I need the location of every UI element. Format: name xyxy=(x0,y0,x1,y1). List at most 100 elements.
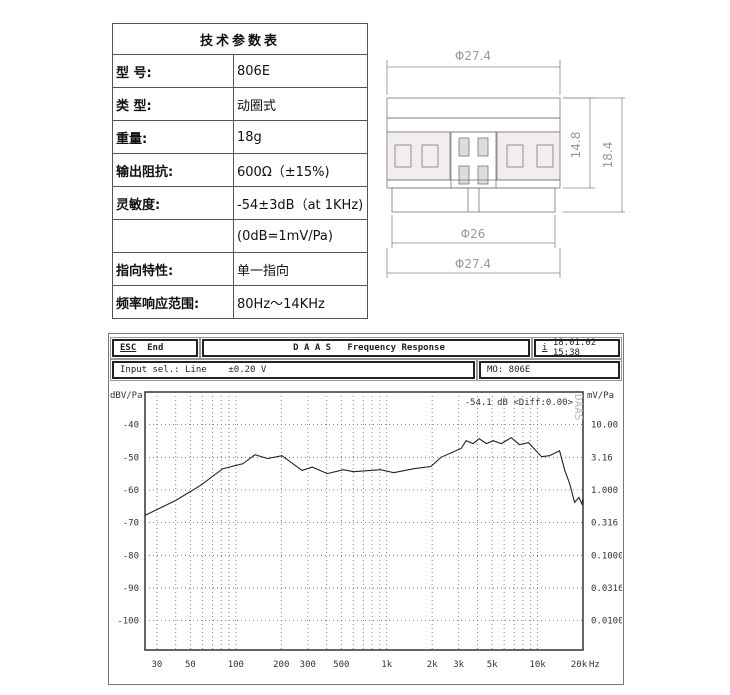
spec-row: 类 型:动圈式 xyxy=(112,87,368,121)
y2-tick-label: 3.16 xyxy=(591,453,613,463)
data-point xyxy=(541,456,542,458)
data-point xyxy=(301,469,303,471)
data-point xyxy=(281,455,283,457)
dim-top-label: Φ27.4 xyxy=(455,49,491,63)
spec-table-title: 技术参数表 xyxy=(112,23,368,55)
spec-row: 灵敏度:-54±3dB（at 1KHz) xyxy=(112,186,368,220)
data-point xyxy=(582,498,584,499)
data-point xyxy=(492,440,494,442)
y-tick-label: -60 xyxy=(123,486,139,496)
x-tick-label: 5k xyxy=(487,660,498,670)
data-point xyxy=(242,463,244,465)
esc-label: ESC xyxy=(120,343,137,353)
microphone-capsule-drawing: Φ27.4 14.8 18.4 Φ26 Φ27.4 xyxy=(386,49,625,278)
dimension-top: Φ27.4 xyxy=(386,49,561,95)
plot-frame xyxy=(144,391,584,651)
model-box: MO: 806E xyxy=(477,359,622,381)
data-point xyxy=(144,515,146,516)
data-point xyxy=(472,443,474,444)
esc-end-button[interactable]: ESC End xyxy=(110,337,200,359)
spec-label: 类 型: xyxy=(112,87,234,121)
x-tick-label: 1k xyxy=(381,660,392,670)
spec-value: 18g xyxy=(233,120,368,154)
spec-label: 输出阻抗: xyxy=(112,153,234,187)
spec-table: 技术参数表 型 号:806E 类 型:动圈式 重量:18g 输出阻抗:600Ω（… xyxy=(112,23,368,319)
spec-value: 动圈式 xyxy=(233,87,368,121)
y2-tick-label: 0.316 xyxy=(591,519,618,529)
data-point xyxy=(353,471,354,473)
x-tick-label: 20k xyxy=(571,660,588,670)
x-tick-label: 30 xyxy=(152,660,163,670)
x-tick-label: 500 xyxy=(333,660,349,670)
x-tick-label: 50 xyxy=(185,660,196,670)
spec-row: 型 号:806E xyxy=(112,54,368,88)
data-point xyxy=(326,473,328,475)
spec-label: 灵敏度: xyxy=(112,186,234,220)
spec-value: 80Hz～14KHz xyxy=(233,285,368,319)
data-point xyxy=(343,469,344,471)
info-icon[interactable]: i xyxy=(542,343,548,353)
y-axis-label: dBV/Pa xyxy=(110,391,143,401)
spec-label xyxy=(112,219,234,253)
spec-label: 重量: xyxy=(112,120,234,154)
level-readout: -54.1 dB <Diff:0.00> xyxy=(465,398,574,408)
y-tick-label: -100 xyxy=(117,617,139,627)
y2-tick-label: 10.00 xyxy=(591,421,618,431)
spec-value: 806E xyxy=(233,54,368,88)
dimension-heights: 14.8 18.4 xyxy=(563,97,625,213)
spec-label: 频率响应范围: xyxy=(112,285,234,319)
datetime: 18.01.02 15:38 xyxy=(552,338,597,358)
x-tick-label: 3k xyxy=(453,660,464,670)
capsule-body xyxy=(386,97,561,213)
data-point xyxy=(564,469,566,471)
data-point xyxy=(528,442,529,444)
data-point xyxy=(199,485,201,487)
data-point xyxy=(460,448,462,449)
analyzer-title: D A A S Frequency Response xyxy=(200,337,532,359)
x-tick-label: 10k xyxy=(529,660,546,670)
y-tick-label: -40 xyxy=(123,421,139,431)
x-axis-label: Hz xyxy=(589,660,600,670)
spec-value: -54±3dB（at 1KHz) xyxy=(233,186,368,220)
x-tick-label: 200 xyxy=(273,660,289,670)
data-point xyxy=(581,503,583,505)
data-point xyxy=(267,458,269,460)
spec-label: 型 号: xyxy=(112,54,234,88)
y2-tick-label: 0.0316 xyxy=(591,584,622,594)
y2-tick-label: 0.1000 xyxy=(591,551,622,561)
data-point xyxy=(574,501,576,503)
data-point xyxy=(380,469,382,471)
y2-axis-label: mV/Pa xyxy=(587,391,614,401)
x-tick-label: 100 xyxy=(228,660,244,670)
spec-row: 输出阻抗:600Ω（±15%) xyxy=(112,153,368,187)
data-point xyxy=(393,472,395,474)
data-point xyxy=(559,450,561,452)
spec-row: (0dB=1mV/Pa) xyxy=(112,219,368,253)
data-point xyxy=(578,497,580,498)
input-selection[interactable]: Input sel.: Line ±0.20 V xyxy=(110,359,477,381)
x-tick-label: 2k xyxy=(427,660,438,670)
dim-mid-label: Φ26 xyxy=(461,227,486,241)
data-point xyxy=(465,440,467,442)
spec-value: (0dB=1mV/Pa) xyxy=(233,219,368,253)
spec-row: 重量:18g xyxy=(112,120,368,154)
data-point xyxy=(254,454,256,456)
data-point xyxy=(222,468,224,470)
data-point xyxy=(440,456,442,458)
spec-value: 单一指向 xyxy=(233,252,368,286)
dim-height-outer-label: 18.4 xyxy=(601,142,615,169)
y-tick-label: -50 xyxy=(123,453,139,463)
end-label: End xyxy=(147,343,164,353)
spec-row: 指向特性:单一指向 xyxy=(112,252,368,286)
datetime-box: i 18.01.02 15:38 xyxy=(532,337,622,359)
data-point xyxy=(311,466,313,468)
data-point xyxy=(519,444,520,445)
y-tick-label: -80 xyxy=(123,551,139,561)
data-point xyxy=(500,443,502,444)
spec-label: 指向特性: xyxy=(112,252,234,286)
data-point xyxy=(485,443,487,444)
y-tick-label: -70 xyxy=(123,519,139,529)
dimension-bottom: Φ26 Φ27.4 xyxy=(386,215,561,278)
data-point xyxy=(175,500,177,501)
